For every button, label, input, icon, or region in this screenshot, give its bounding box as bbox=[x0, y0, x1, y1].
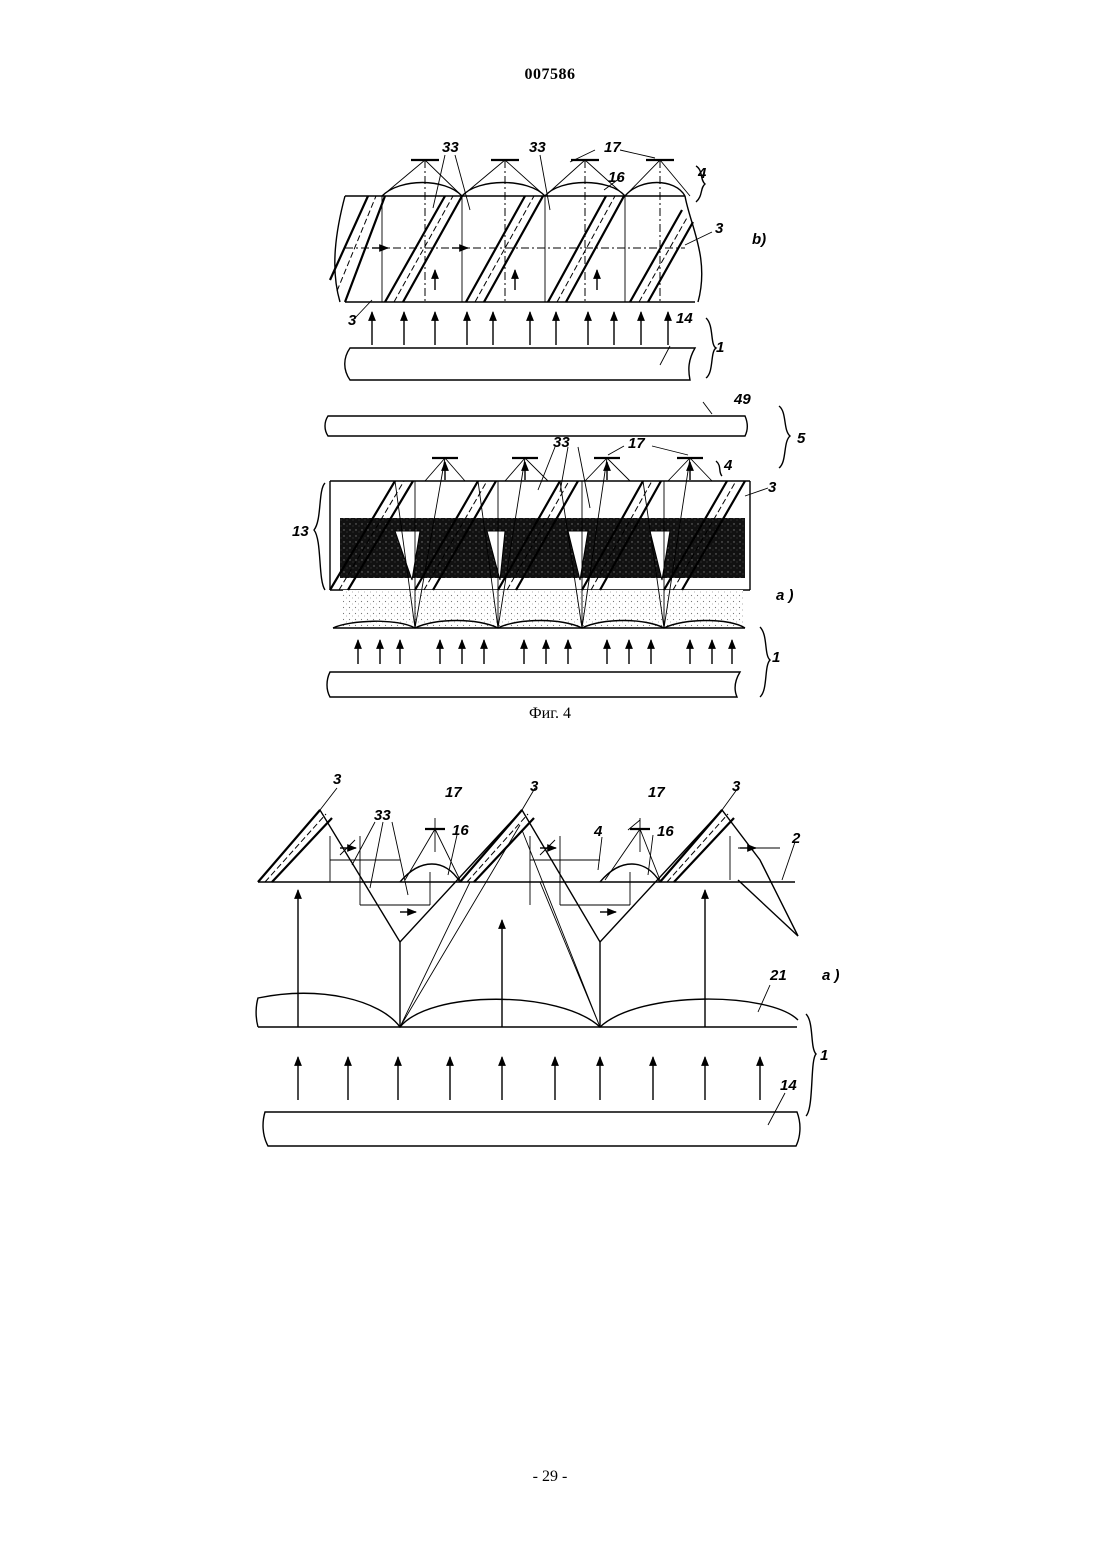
ref-17: 17 bbox=[604, 139, 621, 156]
panel-label-a: a ) bbox=[776, 587, 794, 604]
ref-4: 4 bbox=[723, 457, 733, 474]
ref-13: 13 bbox=[292, 523, 309, 540]
fig4-panel-b: 33 33 17 16 4 3 3 14 1 b) bbox=[330, 139, 766, 380]
panel-label-b: b) bbox=[752, 231, 766, 248]
fig4-panel-a: 49 5 33 17 4 3 13 a ) 1 bbox=[292, 391, 806, 697]
ref-33: 33 bbox=[553, 434, 570, 451]
ref-17: 17 bbox=[648, 784, 665, 801]
ref-3: 3 bbox=[715, 220, 724, 237]
panel-label-a: a ) bbox=[822, 967, 840, 984]
ref-21: 21 bbox=[769, 967, 787, 984]
ref-14: 14 bbox=[780, 1077, 797, 1094]
mirror-strips bbox=[330, 196, 693, 302]
ref-16: 16 bbox=[657, 823, 674, 840]
ref-4: 4 bbox=[697, 165, 707, 182]
fig5-diagram: 3 3 3 33 17 17 16 16 4 2 21 a ) 1 14 bbox=[256, 771, 839, 1146]
ref-3: 3 bbox=[768, 479, 777, 496]
lenslets-16 bbox=[382, 160, 690, 196]
ref-33: 33 bbox=[374, 807, 391, 824]
ref-1: 1 bbox=[716, 339, 724, 356]
ref-33: 33 bbox=[442, 139, 459, 156]
ref-3: 3 bbox=[333, 771, 342, 788]
ref-16: 16 bbox=[608, 169, 625, 186]
ref-2: 2 bbox=[791, 830, 801, 847]
ref-14: 14 bbox=[676, 310, 693, 327]
ref-1: 1 bbox=[772, 649, 780, 666]
ref-16: 16 bbox=[452, 822, 469, 839]
ref-1: 1 bbox=[820, 1047, 828, 1064]
ref-17: 17 bbox=[628, 435, 645, 452]
ref-3: 3 bbox=[348, 312, 357, 329]
ref-33: 33 bbox=[529, 139, 546, 156]
ref-17: 17 bbox=[445, 784, 462, 801]
figure-caption: Фиг. 4 bbox=[0, 705, 1100, 723]
ref-5: 5 bbox=[797, 430, 806, 447]
ref-3: 3 bbox=[530, 778, 539, 795]
light-arrows bbox=[298, 825, 760, 1100]
ref-4: 4 bbox=[593, 823, 603, 840]
ref-49: 49 bbox=[733, 391, 751, 408]
page-number: - 29 - bbox=[0, 1468, 1100, 1486]
ref-3: 3 bbox=[732, 778, 741, 795]
